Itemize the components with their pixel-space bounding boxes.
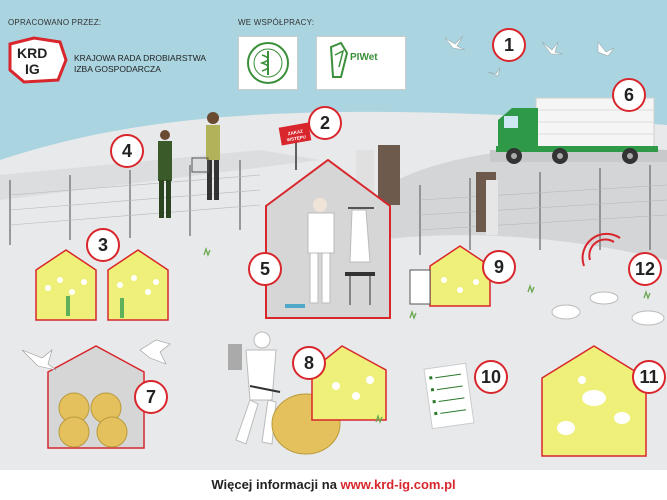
birds-illustration [444, 35, 615, 77]
barn-large-birds [541, 345, 647, 457]
step-badge-12: 12 [628, 252, 662, 286]
workers-illustration [158, 112, 220, 218]
checklist-paper [423, 362, 475, 430]
step-badge-1: 1 [492, 28, 526, 62]
step-badge-9: 9 [482, 250, 516, 284]
barn-small-middle [107, 249, 169, 321]
vet-inspection-logo [238, 36, 298, 90]
barn-hay-storage [47, 345, 145, 449]
org-name-line2: IZBA GOSPODARCZA [74, 64, 161, 74]
krd-ig-logo: KRD IG [8, 36, 68, 84]
step-badge-10: 10 [474, 360, 508, 394]
footer: Więcej informacji na www.krd-ig.com.pl [0, 470, 667, 500]
step-badge-7: 7 [134, 380, 168, 414]
step-badge-11: 11 [632, 360, 666, 394]
no-entry-sign: ZAKAZ WSTĘPU [278, 122, 312, 170]
truck-illustration [496, 97, 658, 164]
step-badge-3: 3 [86, 228, 120, 262]
footer-link[interactable]: www.krd-ig.com.pl [340, 477, 456, 492]
prepared-by-label: OPRACOWANO PRZEZ: [8, 18, 102, 27]
piwet-logo [316, 36, 406, 90]
krd-logo-top: KRD [17, 45, 47, 61]
barn-chickens [311, 345, 387, 421]
krd-logo-bottom: IG [25, 61, 40, 77]
org-name-line1: KRAJOWA RADA DROBIARSTWA [74, 53, 207, 63]
disinfection-worker [228, 331, 341, 455]
sign-line2: WSTĘPU [286, 134, 306, 142]
org-name: KRAJOWA RADA DROBIARSTWA IZBA GOSPODARCZ… [74, 53, 206, 75]
cooperation-label: WE WSPÓŁPRACY: [238, 18, 315, 27]
footer-text: Więcej informacji na [211, 477, 341, 492]
step-badge-5: 5 [248, 252, 282, 286]
step-badge-2: 2 [308, 106, 342, 140]
changing-room-building [265, 158, 391, 319]
fence [9, 160, 651, 255]
barn-small-left [35, 249, 97, 321]
dead-birds-alert [551, 232, 665, 326]
barn-small-right [409, 245, 491, 307]
storks-illustration [21, 339, 171, 371]
step-badge-6: 6 [612, 78, 646, 112]
piwet-emblem-icon [329, 41, 349, 78]
grass-tufts [203, 246, 651, 424]
sign-line1: ZAKAZ [287, 129, 303, 137]
vet-emblem-icon [247, 42, 289, 84]
step-badge-4: 4 [110, 134, 144, 168]
step-badge-8: 8 [292, 346, 326, 380]
piwet-name: PIWet [350, 52, 378, 63]
